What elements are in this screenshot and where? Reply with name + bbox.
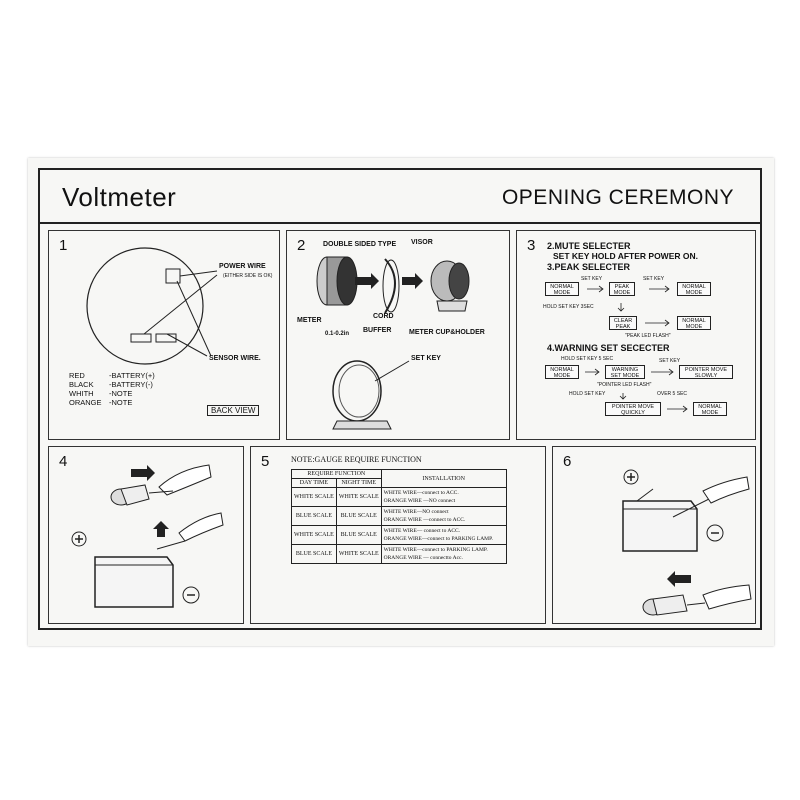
sensor-wire-label: SENSOR WIRE. (209, 355, 261, 362)
page-title: Voltmeter (62, 182, 177, 212)
meter-cup-label: METER CUP&HOLDER (409, 329, 485, 336)
panel-2: 2 DOUBLE SIDED TYPE VISOR CORD METER (286, 230, 510, 440)
warning-selector-title: 4.WARNING SET SECECTER (547, 343, 670, 353)
warning-set-mode-box: WARNING SET MODE (605, 365, 645, 379)
normal-mode-box: NORMAL MODE (677, 316, 711, 330)
pointer-led-flash-label: "POINTER LED FLASH" (597, 382, 652, 388)
panel-number: 1 (59, 237, 68, 254)
day-time-header: DAY TIME (291, 478, 337, 488)
require-function-header: REQUIRE FUNCTION (291, 469, 382, 479)
panel-1: 1 POWER WIRE (EITHER SIDE IS OK) SENSOR … (48, 230, 280, 440)
normal-mode-box: NORMAL MODE (677, 282, 711, 296)
hold-5sec-label: HOLD SET KEY 5 SEC (561, 356, 614, 362)
hold-3sec-label: HOLD SET KEY 3SEC (543, 304, 594, 310)
panel-4: 4 (48, 446, 244, 624)
panel-6: 6 (552, 446, 756, 624)
panel-number: 2 (297, 237, 306, 254)
panel-number: 6 (563, 453, 572, 470)
panel-number: 4 (59, 453, 68, 470)
clear-peak-box: CLEAR PEAK (609, 316, 637, 330)
power-wire-label: POWER WIRE (219, 263, 266, 270)
peak-led-flash-label: "PEAK LED FLASH" (625, 333, 671, 339)
gap-label: 0.1-0.2in (325, 331, 350, 337)
table-row: WHITE SCALE WHITE SCALE WHITE WIRE—conne… (291, 487, 507, 507)
normal-mode-box: NORMAL MODE (545, 365, 579, 379)
set-key-label: SET KEY (659, 358, 681, 364)
battery-reconnect-illustration (622, 469, 752, 616)
function-table: REQUIRE FUNCTION INSTALLATION DAY TIME N… (291, 469, 507, 564)
panel-number: 3 (527, 237, 536, 254)
panel-5: 5 NOTE:GAUGE REQUIRE FUNCTION REQUIRE FU… (250, 446, 546, 624)
selector-flow-arrows (585, 285, 688, 413)
wire-list: RED-BATTERY(+) BLACK-BATTERY(-) WHITH-NO… (69, 371, 155, 407)
double-sided-type-label: DOUBLE SIDED TYPE (323, 241, 397, 248)
set-key-label: SET KEY (411, 355, 441, 362)
mute-selector-title: 2.MUTE SELECTER (547, 241, 631, 251)
set-key-label: SET KEY (643, 276, 665, 282)
peak-selector-title: 3.PEAK SELECTER (547, 262, 631, 272)
sheet-frame: Voltmeter OPENING CEREMONY 1 POWER WIRE … (38, 168, 762, 630)
normal-mode-box: NORMAL MODE (693, 402, 727, 416)
panel-number: 5 (261, 453, 270, 470)
panel-3: 3 2.MUTE SELECTER SET KEY HOLD AFTER POW… (516, 230, 756, 440)
pointer-move-quickly-box: POINTER MOVE QUICKLY (605, 402, 661, 416)
wire-row: BLACK-BATTERY(-) (69, 380, 153, 389)
gauge-back-illustration (86, 247, 218, 365)
table-row: WHITE SCALE BLUE SCALE WHITE WIRE— conne… (291, 525, 507, 545)
installation-illustration (316, 256, 470, 430)
power-wire-note: (EITHER SIDE IS OK) (223, 273, 273, 279)
page-subtitle: OPENING CEREMONY (501, 186, 734, 209)
battery-disconnect-illustration (71, 464, 224, 608)
visor-label: VISOR (411, 239, 433, 246)
table-row: BLUE SCALE BLUE SCALE WHITE WIRE—NO conn… (291, 506, 507, 526)
back-view-label: BACK VIEW (207, 405, 260, 416)
table-caption: NOTE:GAUGE REQUIRE FUNCTION (291, 455, 422, 464)
cord-label: CORD (373, 313, 394, 320)
installation-header: INSTALLATION (380, 469, 507, 488)
set-key-label: SET KEY (581, 276, 603, 282)
wire-row: RED-BATTERY(+) (69, 371, 155, 380)
over-5sec-label: OVER 5 SEC (657, 391, 688, 397)
table-row: BLUE SCALE WHITE SCALE WHITE WIRE—connec… (291, 544, 507, 564)
meter-label: METER (297, 317, 322, 324)
header-divider (40, 222, 760, 224)
instruction-sheet: Voltmeter OPENING CEREMONY 1 POWER WIRE … (28, 158, 774, 646)
night-time-header: NIGHT TIME (335, 478, 382, 488)
pointer-move-slowly-box: POINTER MOVE SLOWLY (679, 365, 733, 379)
mute-selector-desc: SET KEY HOLD AFTER POWER ON. (553, 251, 698, 261)
wire-row: WHITH-NOTE (69, 389, 133, 398)
buffer-label: BUFFER (363, 327, 392, 334)
hold-set-key-label: HOLD SET KEY (569, 391, 606, 397)
peak-mode-box: PEAK MODE (609, 282, 635, 296)
normal-mode-box: NORMAL MODE (545, 282, 579, 296)
wire-row: ORANGE-NOTE (69, 398, 133, 407)
